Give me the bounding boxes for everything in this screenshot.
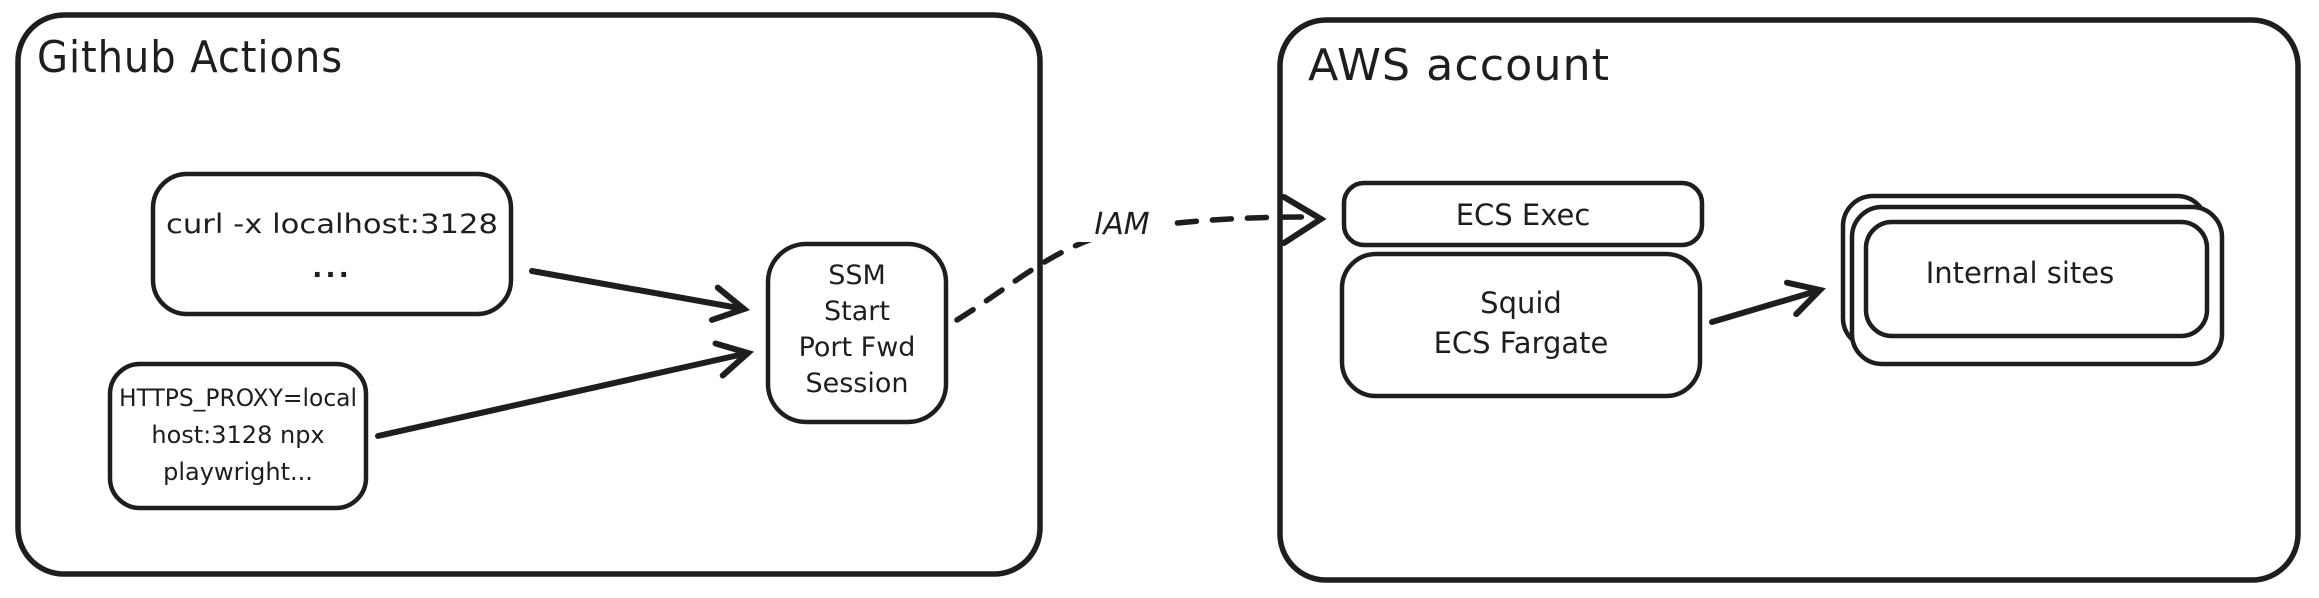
curl-node-label-line2: ... bbox=[312, 253, 352, 284]
ecs-exec-label: ECS Exec bbox=[1456, 198, 1591, 232]
arrow-squid-to-internal-sites bbox=[1709, 279, 1826, 325]
iam-label: IAM bbox=[1094, 207, 1149, 242]
curl-node-box bbox=[150, 171, 514, 317]
github-actions-title: Github Actions bbox=[37, 32, 343, 83]
squid-label-line2: ECS Fargate bbox=[1434, 326, 1609, 360]
curl-node-label-line1: curl -x localhost:3128 bbox=[166, 209, 498, 240]
internal-sites-stack-front bbox=[1863, 219, 2210, 339]
squid-ecs-fargate-node: Squid ECS Fargate bbox=[1339, 251, 1703, 399]
https-proxy-node: HTTPS_PROXY=local host:3128 npx playwrig… bbox=[107, 361, 369, 511]
https-proxy-node-box bbox=[107, 361, 369, 511]
https-proxy-label-line3: playwright... bbox=[163, 458, 313, 486]
https-proxy-label-line1: HTTPS_PROXY=local bbox=[119, 384, 357, 412]
ssm-label-line1: SSM bbox=[828, 260, 886, 291]
ssm-label-line3: Port Fwd bbox=[799, 332, 916, 363]
ecs-exec-node-box bbox=[1341, 180, 1705, 248]
iam-arrowhead bbox=[1281, 194, 1327, 246]
aws-account-frame bbox=[1277, 17, 2301, 583]
curl-node: curl -x localhost:3128 ... bbox=[150, 171, 514, 317]
aws-account-title: AWS account bbox=[1308, 40, 1610, 91]
arrow-proxy-to-ssm bbox=[375, 340, 755, 439]
iam-label-background bbox=[1078, 202, 1168, 242]
github-actions-container: Github Actions curl -x localhost:3128 ..… bbox=[15, 12, 1043, 577]
ssm-node-box bbox=[765, 241, 949, 425]
github-actions-frame bbox=[15, 12, 1043, 577]
internal-sites-label: Internal sites bbox=[1926, 256, 2114, 290]
https-proxy-label-line2: host:3128 npx bbox=[151, 421, 324, 449]
arrow-curl-to-ssm bbox=[529, 268, 751, 323]
internal-sites-node: Internal sites bbox=[1840, 193, 2225, 367]
aws-account-container: AWS account ECS Exec Squid ECS Fargate I… bbox=[1277, 17, 2301, 583]
arrow-ssm-to-ecs-exec-dashed: IAM bbox=[954, 194, 1327, 323]
ssm-label-line2: Start bbox=[824, 296, 890, 327]
squid-node-box bbox=[1339, 251, 1703, 399]
ecs-exec-node: ECS Exec bbox=[1341, 180, 1705, 248]
squid-label-line1: Squid bbox=[1480, 286, 1562, 320]
ssm-label-line4: Session bbox=[805, 368, 908, 399]
ssm-port-forward-node: SSM Start Port Fwd Session bbox=[765, 241, 949, 425]
